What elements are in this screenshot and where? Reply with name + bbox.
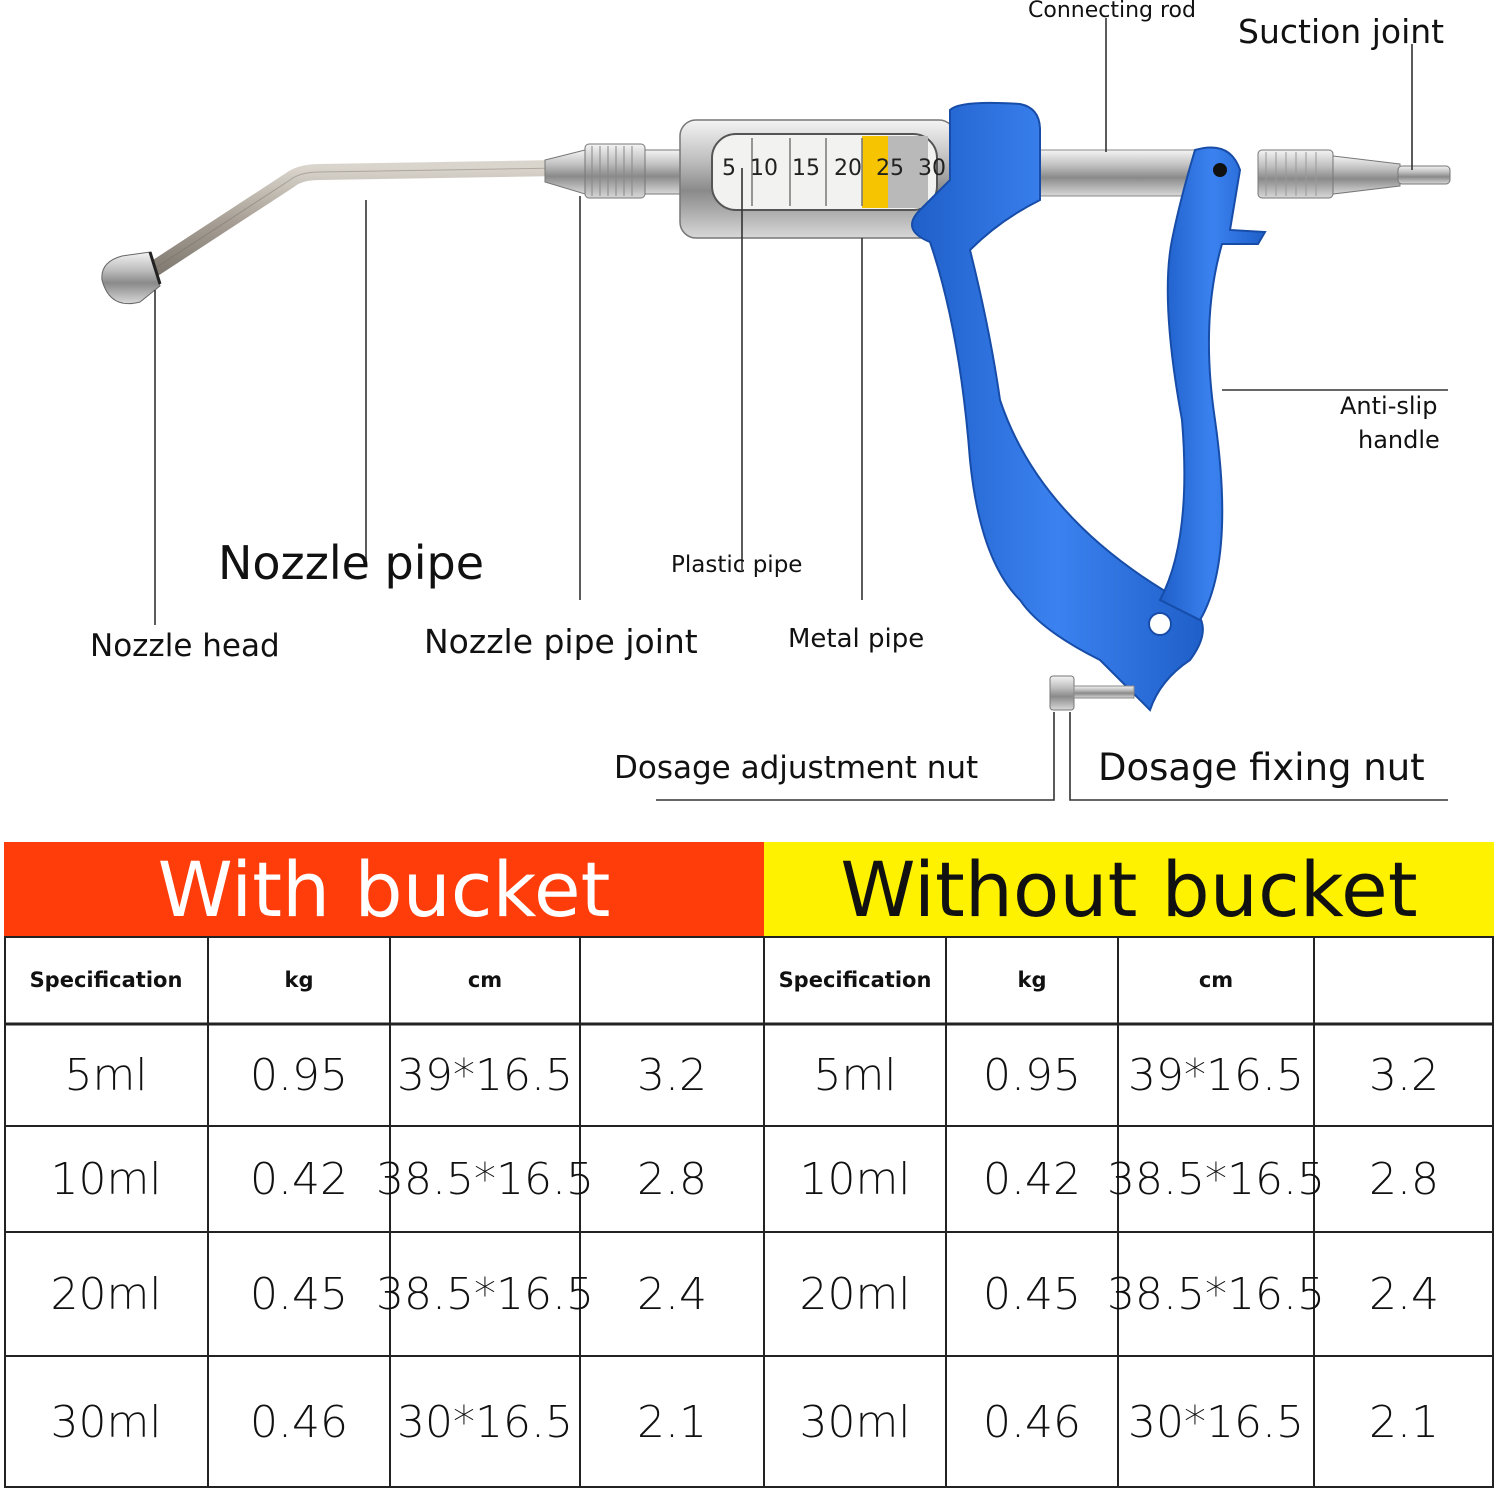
- without-bucket-data-cell: 0.45: [983, 1268, 1081, 1320]
- with-bucket-data-cell: 30*16.5: [397, 1396, 573, 1448]
- label-dosage-fixing-nut: Dosage fixing nut: [1098, 746, 1425, 789]
- without-bucket-data-cell: 39*16.5: [1128, 1049, 1304, 1101]
- without-bucket-data-cell: 0.42: [983, 1153, 1081, 1205]
- with-bucket-data-cell: 3.2: [637, 1049, 707, 1101]
- without-bucket-data-cell: 38.5*16.5: [1107, 1153, 1325, 1205]
- scale-mark: 25: [876, 156, 904, 181]
- without-bucket-data-cell: 3.2: [1369, 1049, 1439, 1101]
- label-anti-slip-handle-2: handle: [1358, 426, 1440, 454]
- label-dosage-adjustment-nut: Dosage adjustment nut: [614, 750, 979, 786]
- with-bucket-data-cell: 2.1: [637, 1396, 707, 1448]
- with-bucket-data-cell: 39*16.5: [397, 1049, 573, 1101]
- without-bucket-data-cell: 10ml: [799, 1153, 911, 1205]
- without-bucket-data-cell: 2.8: [1369, 1153, 1439, 1205]
- label-metal-pipe: Metal pipe: [788, 624, 925, 654]
- with-bucket-data-cell: 2.8: [637, 1153, 707, 1205]
- nozzle-joint-shape: [544, 143, 684, 199]
- without-bucket-header-cell: Specification: [778, 968, 932, 992]
- leader-lines: [154, 18, 1448, 801]
- scale-mark: 15: [792, 156, 820, 181]
- without-bucket-data-cell: 5ml: [813, 1049, 897, 1101]
- barrel-shape: [679, 119, 956, 239]
- scale-mark: 10: [750, 156, 778, 181]
- connecting-rod-shape: [1039, 149, 1451, 199]
- spec-grid: Specification kg cm 5ml 0.95 39*16.5 3.2 10ml 0.…: [4, 936, 1494, 1488]
- with-bucket-data-cell: 5ml: [64, 1049, 148, 1101]
- table-gridlines: [4, 936, 1494, 1488]
- with-bucket-data-cell: 30ml: [50, 1396, 162, 1448]
- without-bucket-data-cell: 0.95: [983, 1049, 1081, 1101]
- with-bucket-banner: With bucket: [4, 842, 764, 936]
- nozzle-head-shape: [101, 251, 162, 305]
- label-connecting-rod: Connecting rod: [1028, 0, 1196, 23]
- scale-marks: 5 10 15 20 25 30: [722, 156, 946, 186]
- label-nozzle-pipe: Nozzle pipe: [218, 536, 485, 590]
- with-bucket-data-cell: 0.95: [250, 1049, 348, 1101]
- with-bucket-data-cell: 0.45: [250, 1268, 348, 1320]
- label-nozzle-head: Nozzle head: [90, 628, 280, 664]
- without-bucket-data-cell: 0.46: [983, 1396, 1081, 1448]
- label-nozzle-pipe-joint: Nozzle pipe joint: [424, 622, 698, 661]
- without-bucket-header-cell: [1314, 936, 1494, 1024]
- scale-mark: 30: [918, 156, 946, 181]
- without-bucket-data-cell: 2.4: [1369, 1268, 1439, 1320]
- without-bucket-data-cell: 30*16.5: [1128, 1396, 1304, 1448]
- syringe-diagram: 5 10 15 20 25 30 Connecting rod Suction …: [90, 0, 1451, 801]
- with-bucket-header-cell: [580, 936, 764, 1024]
- with-bucket-data-cell: 38.5*16.5: [376, 1268, 594, 1320]
- with-bucket-header-cell: Specification: [29, 968, 183, 992]
- with-bucket-header-cell: kg: [284, 968, 314, 992]
- label-suction-joint: Suction joint: [1238, 12, 1445, 51]
- without-bucket-data-cell: 30ml: [799, 1396, 911, 1448]
- without-bucket-header-cell: kg: [1017, 968, 1047, 992]
- without-bucket-data-cell: 38.5*16.5: [1107, 1268, 1325, 1320]
- scale-mark: 5: [722, 156, 736, 181]
- label-anti-slip-handle-1: Anti-slip: [1340, 392, 1438, 420]
- with-bucket-data-cell: 0.46: [250, 1396, 348, 1448]
- label-plastic-pipe: Plastic pipe: [671, 552, 803, 578]
- syringe-illustration: [101, 18, 1451, 801]
- with-bucket-data-cell: 38.5*16.5: [376, 1153, 594, 1205]
- scale-mark: 20: [834, 156, 862, 181]
- with-bucket-data-cell: 0.42: [250, 1153, 348, 1205]
- spec-table: With bucket Without bucket Specification…: [4, 842, 1494, 1488]
- without-bucket-data-cell: 20ml: [799, 1268, 911, 1320]
- with-bucket-data-cell: 2.4: [637, 1268, 707, 1320]
- without-bucket-header-cell: cm: [1198, 968, 1234, 992]
- with-bucket-data-cell: 10ml: [50, 1153, 162, 1205]
- with-bucket-header-cell: cm: [467, 968, 503, 992]
- nozzle-pipe-shape: [132, 160, 568, 286]
- with-bucket-data-cell: 20ml: [50, 1268, 162, 1320]
- without-bucket-banner: Without bucket: [764, 842, 1494, 936]
- without-bucket-data-cell: 2.1: [1369, 1396, 1439, 1448]
- handle-shape: [911, 101, 1267, 712]
